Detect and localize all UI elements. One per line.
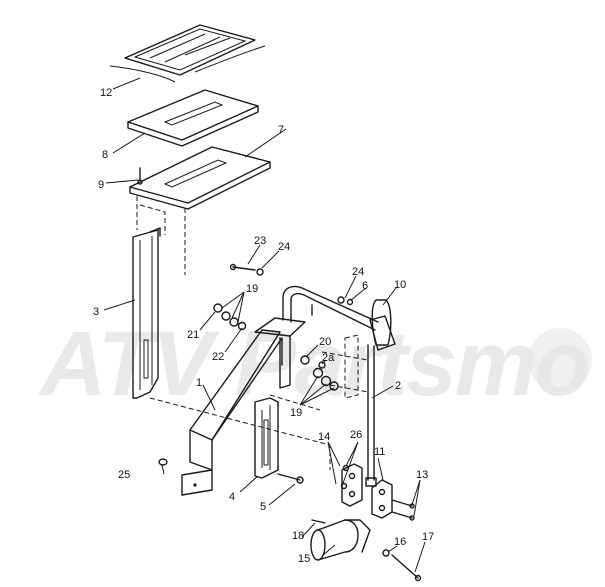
watermark: ATV Partsmo — [38, 313, 592, 415]
callout-18: 18 — [292, 530, 304, 542]
part-23-bolt — [229, 263, 256, 271]
alignment-line-mid — [269, 394, 321, 411]
part-19-washer-stack-lower — [312, 367, 339, 391]
callout-11: 11 — [374, 446, 385, 458]
part-2a-washer — [318, 361, 326, 369]
callout-17: 17 — [422, 531, 434, 543]
part-12-top-plate — [109, 24, 266, 83]
part-17-bolt — [391, 554, 422, 582]
callout-9: 9 — [98, 179, 104, 191]
part-15-spacer — [310, 519, 371, 561]
callout-19-lower: 19 — [290, 407, 302, 419]
callout-22: 22 — [212, 351, 224, 363]
callout-6: 6 — [362, 280, 368, 292]
callout-3: 3 — [93, 306, 99, 318]
part-24-nut-upper — [256, 268, 264, 276]
part-16-washer — [382, 549, 390, 557]
callout-15: 15 — [298, 553, 310, 565]
part-5-bolt — [277, 473, 304, 484]
callout-25: 25 — [118, 469, 130, 481]
callout-2: 2 — [395, 380, 401, 392]
callout-24-right: 24 — [352, 266, 364, 278]
callout-7: 7 — [278, 124, 284, 136]
callout-4: 4 — [229, 491, 235, 503]
callout-5: 5 — [260, 501, 266, 513]
callout-12: 12 — [100, 87, 112, 99]
part-6-washer — [346, 298, 354, 306]
leader-lines — [103, 77, 426, 573]
callout-labels: 12 8 7 9 3 23 24 19 21 22 1 24 6 10 20 2… — [93, 87, 434, 565]
part-3-upright-bracket — [132, 227, 161, 399]
callout-21: 21 — [187, 329, 199, 341]
part-20-washer — [300, 355, 310, 365]
callout-13: 13 — [416, 469, 428, 481]
part-7-slotted-plate — [129, 146, 271, 275]
callout-2a: 2a — [322, 352, 335, 364]
callout-19-upper: 19 — [246, 283, 258, 295]
part-8-slotted-plate — [127, 89, 259, 147]
part-9-pin — [137, 167, 143, 185]
part-18-pin — [311, 519, 326, 524]
callout-20: 20 — [319, 336, 331, 348]
callout-23: 23 — [254, 235, 266, 247]
part-11-link-plate — [341, 463, 393, 519]
callout-24-upper: 24 — [278, 241, 290, 253]
callout-8: 8 — [102, 149, 108, 161]
part-24-nut-right — [337, 296, 345, 304]
callout-26: 26 — [350, 429, 362, 441]
part-1-main-tube — [181, 317, 306, 496]
part-13-bolts — [391, 499, 415, 521]
part-10-grip — [371, 299, 392, 346]
callout-10: 10 — [394, 279, 406, 291]
callout-1: 1 — [196, 377, 202, 389]
watermark-text: ATV Partsmo — [38, 313, 589, 415]
part-25-washer — [158, 458, 168, 466]
watermark-wheel-icon — [528, 328, 592, 392]
part-4-lower-bracket — [254, 397, 279, 479]
callout-16: 16 — [394, 536, 406, 548]
callout-14: 14 — [318, 431, 330, 443]
